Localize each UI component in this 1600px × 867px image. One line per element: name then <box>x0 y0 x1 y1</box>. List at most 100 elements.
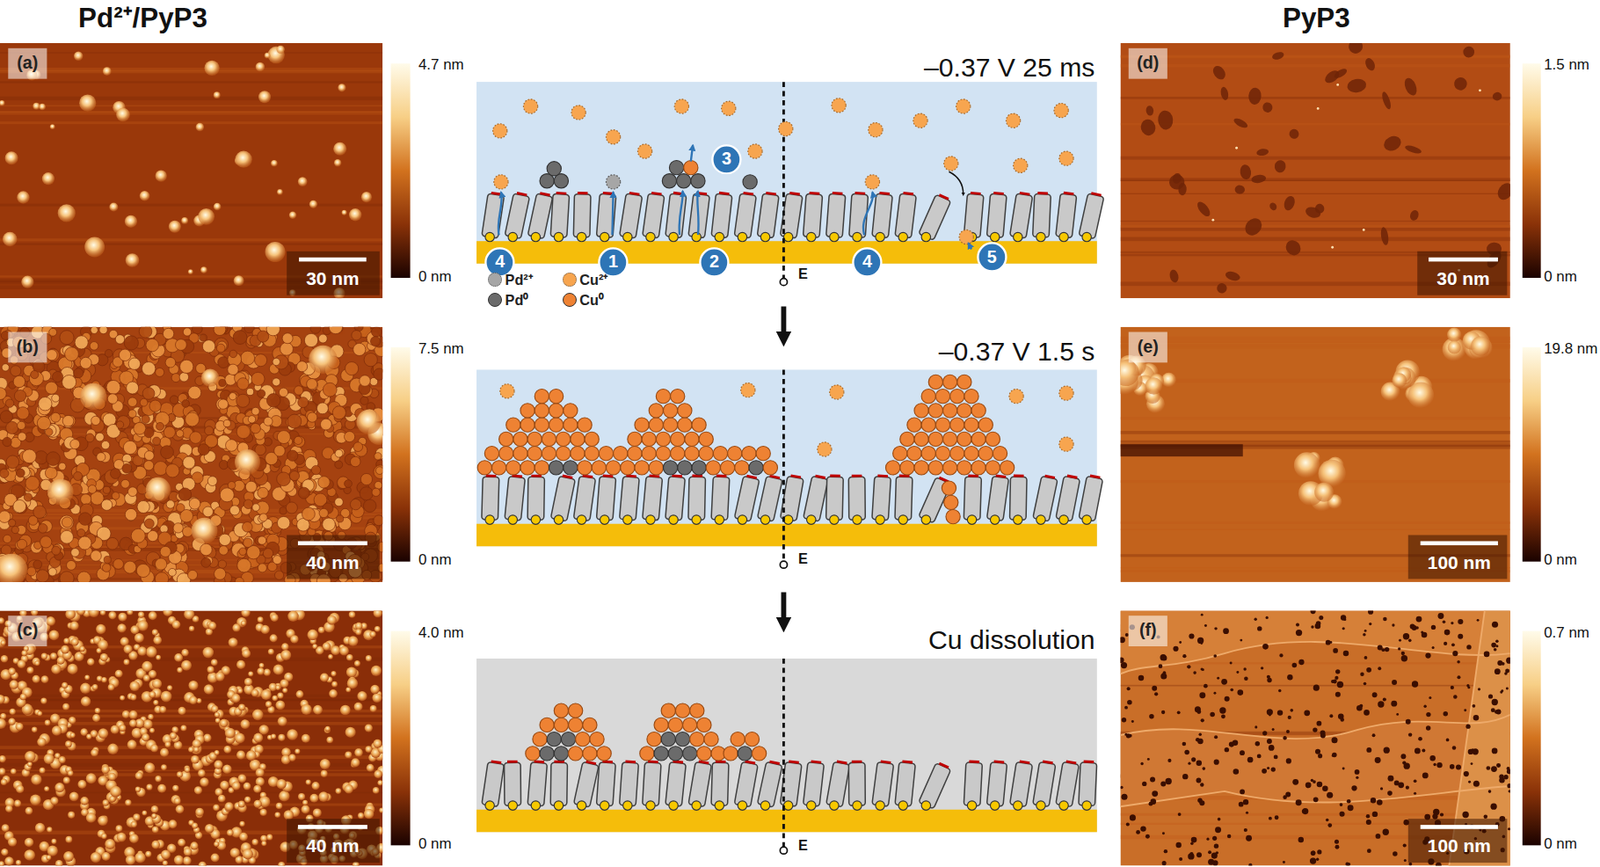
nanoparticle <box>47 845 59 857</box>
cu-grain <box>289 471 299 481</box>
nanoparticle <box>280 649 291 661</box>
cu-cluster <box>356 409 381 435</box>
nanoparticle <box>116 108 131 123</box>
cu-grain <box>2 436 12 446</box>
cu-grain <box>257 563 267 573</box>
vacancy-island <box>1403 144 1423 156</box>
cu-grain <box>106 537 119 550</box>
cu-grain <box>197 443 210 456</box>
nanoparticle <box>0 617 5 624</box>
cu-grain <box>247 415 255 423</box>
cu-grain <box>123 335 139 350</box>
cu-grain <box>144 450 154 461</box>
nanoparticle <box>244 796 251 803</box>
nanoparticle <box>194 785 203 794</box>
nanoparticle <box>61 682 68 689</box>
nanoparticle <box>275 684 281 691</box>
scan-streak <box>0 80 383 83</box>
cu-grain <box>304 333 318 347</box>
vacancy-island <box>1261 101 1274 114</box>
speck <box>1362 228 1366 232</box>
nanoparticle <box>139 190 151 202</box>
nanoparticle <box>76 610 86 615</box>
cu-grain <box>182 526 194 538</box>
dark-streak <box>1120 443 1243 457</box>
cu-grain <box>259 513 268 522</box>
cu-grain <box>59 515 74 530</box>
speck <box>1478 88 1482 92</box>
cu-grain <box>116 415 131 430</box>
cu-grain <box>15 468 25 478</box>
cu-grain <box>101 499 113 511</box>
nanoparticle <box>160 690 173 703</box>
nanoparticle <box>349 208 362 221</box>
cu-grain <box>33 560 43 569</box>
nanoparticle <box>63 637 70 644</box>
nanoparticle <box>24 837 35 848</box>
vacancy-island <box>1168 269 1180 284</box>
nanoparticle <box>181 660 192 671</box>
vacancy-island <box>1314 203 1325 214</box>
nanoparticle <box>339 646 350 656</box>
cu-grain <box>219 487 234 502</box>
cu-grain <box>287 450 299 461</box>
nanoparticle <box>282 687 288 693</box>
cu-cluster <box>191 517 219 545</box>
nanoparticle <box>259 724 270 735</box>
nanoparticle <box>373 610 383 618</box>
cu-grain <box>66 560 77 570</box>
cu-grain <box>319 508 328 517</box>
nanoparticle <box>2 232 18 248</box>
nanoparticle <box>36 711 43 717</box>
cu-grain <box>225 439 239 452</box>
scan-streak <box>1120 156 1510 160</box>
nanoparticle <box>346 666 357 677</box>
vacancy-island <box>1219 86 1230 102</box>
vacancy-island <box>1194 199 1213 219</box>
nanoparticle <box>176 667 182 673</box>
nanoparticle <box>182 856 192 866</box>
nanoparticle <box>213 841 219 847</box>
scan-streak <box>1120 54 1510 59</box>
nanoparticle <box>129 710 139 720</box>
nanoparticle <box>256 667 264 675</box>
cu-grain <box>73 368 84 379</box>
nanoparticle <box>188 269 194 275</box>
cu-grain <box>202 340 215 353</box>
nanoparticle <box>130 625 139 634</box>
cu-grain <box>141 414 150 423</box>
cu-grain <box>334 497 344 507</box>
nanoparticle <box>226 829 234 837</box>
nanoparticle <box>151 813 157 819</box>
cu-grain <box>175 429 183 437</box>
nanoparticle <box>312 643 318 649</box>
nanoparticle <box>130 821 138 828</box>
afm-image <box>1120 327 1510 582</box>
cu-grain <box>318 476 330 488</box>
nanoparticle <box>218 794 226 803</box>
nanoparticle <box>100 610 106 615</box>
nanoparticle <box>333 142 347 156</box>
cu-grain <box>318 334 328 343</box>
nanoparticle <box>39 767 46 774</box>
nanoparticle <box>176 770 183 778</box>
nanoparticle <box>50 796 59 805</box>
cu-deposit <box>1120 359 1139 386</box>
nanoparticle <box>9 708 16 715</box>
nanoparticle <box>260 625 270 634</box>
nanoparticle <box>135 771 144 780</box>
nanoparticle <box>189 841 198 850</box>
nanoparticle <box>276 691 284 699</box>
scan-streak <box>0 104 383 107</box>
vacancy-island <box>1282 194 1297 212</box>
nanoparticle <box>79 646 85 652</box>
nanoparticle <box>129 681 140 692</box>
cu-grain <box>227 481 236 490</box>
nanoparticle <box>7 836 17 846</box>
cu-grain <box>142 387 155 400</box>
vacancy-island <box>1214 281 1230 296</box>
cu-grain <box>243 538 253 547</box>
vacancy-island <box>1145 105 1155 117</box>
cu-grain <box>126 381 139 394</box>
nanoparticle <box>0 636 7 648</box>
